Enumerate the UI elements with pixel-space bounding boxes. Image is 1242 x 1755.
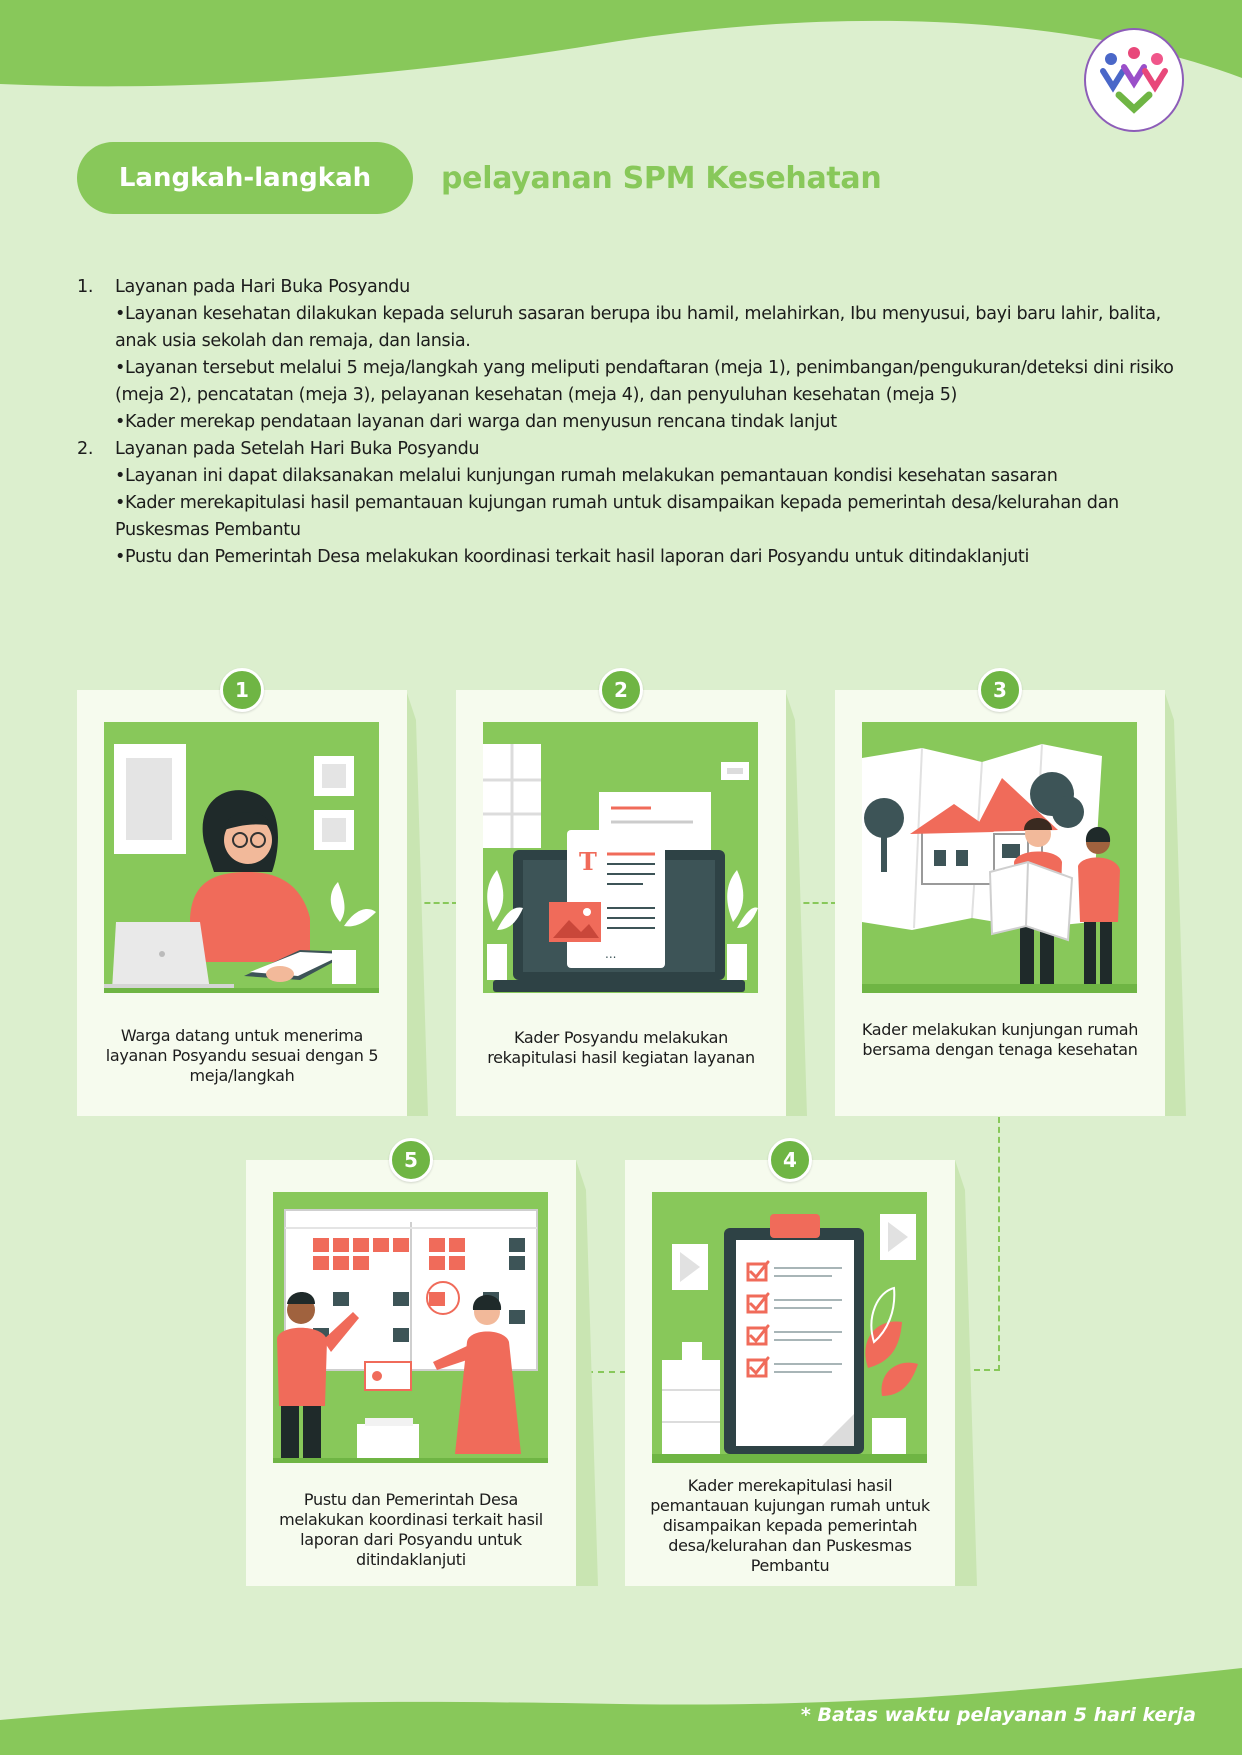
illustration-checklist <box>652 1192 927 1463</box>
card-shadow <box>576 1160 598 1586</box>
step-card-2: T ... Kader Posyandu melakukan rekapitul… <box>456 690 786 1116</box>
footnote: * Batas waktu pelayanan 5 hari kerja <box>800 1704 1196 1726</box>
logo <box>1084 28 1184 132</box>
step-badge-4: 4 <box>768 1138 812 1182</box>
list-heading: Layanan pada Hari Buka Posyandu <box>115 277 410 297</box>
illustration-registration <box>104 722 379 993</box>
list-bullet: •Layanan kesehatan dilakukan kepada selu… <box>115 304 1161 351</box>
list-number: 1. <box>77 277 94 297</box>
list-bullet: •Pustu dan Pemerintah Desa melakukan koo… <box>115 547 1029 567</box>
step-card-1: Warga datang untuk menerima layanan Posy… <box>77 690 407 1116</box>
step-badge-1: 1 <box>220 668 264 712</box>
step-badge-3: 3 <box>978 668 1022 712</box>
list-item: 2. Layanan pada Setelah Hari Buka Posyan… <box>77 436 1187 571</box>
title-pill: Langkah-langkah <box>77 142 413 214</box>
illustration-recap: T ... <box>483 722 758 993</box>
connector-4-5 <box>576 1371 626 1373</box>
step-card-5: Pustu dan Pemerintah Desa melakukan koor… <box>246 1160 576 1586</box>
list-number: 2. <box>77 439 94 459</box>
step-caption: Kader melakukan kunjungan rumah bersama … <box>861 1020 1139 1059</box>
footer-wave <box>0 1668 1242 1755</box>
list-heading: Layanan pada Setelah Hari Buka Posyandu <box>115 439 480 459</box>
illustration-coordination <box>273 1192 548 1463</box>
step-card-4: Kader merekapitulasi hasil pemantauan ku… <box>625 1160 955 1586</box>
steps-list: 1. Layanan pada Hari Buka Posyandu •Laya… <box>77 274 1187 571</box>
list-bullet: •Layanan tersebut melalui 5 meja/langkah… <box>115 358 1174 405</box>
step-caption: Kader Posyandu melakukan rekapitulasi ha… <box>487 1028 755 1067</box>
step-caption: Pustu dan Pemerintah Desa melakukan koor… <box>279 1490 543 1569</box>
illustration-home-visit <box>862 722 1137 993</box>
connector-1-2 <box>406 902 458 904</box>
step-badge-5: 5 <box>389 1138 433 1182</box>
list-item: 1. Layanan pada Hari Buka Posyandu •Laya… <box>77 274 1187 436</box>
header-wave <box>0 0 1242 87</box>
list-bullet: •Kader merekap pendataan layanan dari wa… <box>115 412 837 432</box>
step-caption: Warga datang untuk menerima layanan Posy… <box>105 1026 379 1085</box>
card-shadow <box>955 1160 977 1586</box>
connector-3-4 <box>964 1117 1000 1371</box>
document-dots: ... <box>605 947 616 961</box>
step-badge-2: 2 <box>599 668 643 712</box>
card-shadow <box>1164 690 1186 1116</box>
page-title: pelayanan SPM Kesehatan <box>441 160 882 196</box>
card-shadow <box>406 690 428 1116</box>
list-bullet: •Kader merekapitulasi hasil pemantauan k… <box>115 493 1119 540</box>
connector-2-3 <box>785 902 837 904</box>
document-letter: T <box>579 847 597 876</box>
step-caption: Kader merekapitulasi hasil pemantauan ku… <box>650 1476 930 1575</box>
logo-mark-icon <box>1100 47 1168 114</box>
step-card-3: Kader melakukan kunjungan rumah bersama … <box>835 690 1165 1116</box>
list-bullet: •Layanan ini dapat dilaksanakan melalui … <box>115 466 1058 486</box>
card-shadow <box>785 690 807 1116</box>
